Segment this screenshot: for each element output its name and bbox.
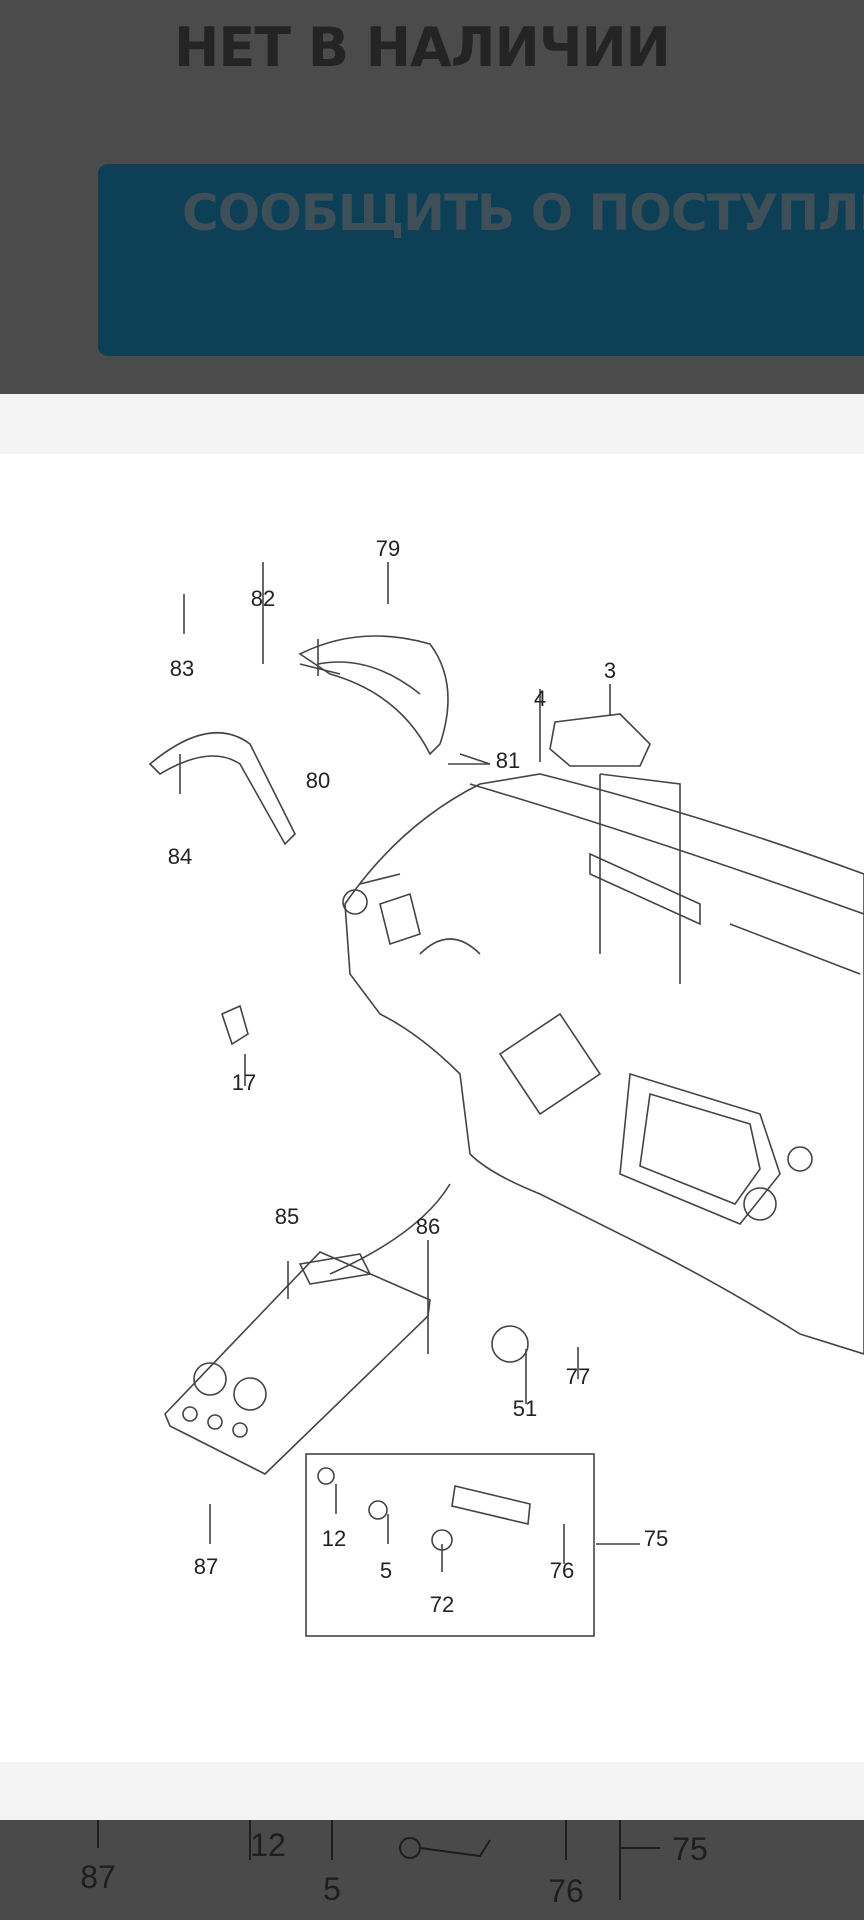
notify-button-label: СООБЩИТЬ О ПОСТУПЛЕНИИ bbox=[182, 184, 864, 242]
callout-label-3: 3 bbox=[604, 658, 616, 683]
part-79-shape bbox=[298, 635, 449, 756]
callout-label-5: 5 bbox=[380, 1558, 392, 1583]
parts-diagram: 79 82 83 80 84 3 4 81 17 85 86 77 51 12 5 72 76 75 87 bbox=[148, 536, 864, 1637]
part-3-shape bbox=[549, 713, 651, 767]
bottom-divider-strip bbox=[0, 1762, 864, 1820]
callout-label-12: 12 bbox=[322, 1526, 346, 1551]
switch-group-box bbox=[305, 1453, 595, 1637]
preview-callout-75: 75 bbox=[672, 1831, 708, 1867]
callout-label-72: 72 bbox=[430, 1592, 454, 1617]
part-83-shape bbox=[148, 731, 296, 846]
callout-label-80: 80 bbox=[306, 768, 330, 793]
callout-label-81: 81 bbox=[496, 748, 520, 773]
notify-when-available-button[interactable]: СООБЩИТЬ О ПОСТУПЛЕНИИ bbox=[98, 164, 864, 356]
callout-label-51: 51 bbox=[513, 1396, 537, 1421]
callout-label-75: 75 bbox=[644, 1526, 668, 1551]
callout-label-83: 83 bbox=[170, 656, 194, 681]
dashboard-shape bbox=[344, 773, 864, 1355]
callout-label-84: 84 bbox=[168, 844, 192, 869]
callout-label-76: 76 bbox=[550, 1558, 574, 1583]
diagram-zoom-preview: 87 12 5 76 75 bbox=[0, 1820, 864, 1920]
callout-label-86: 86 bbox=[416, 1214, 440, 1239]
part-51-shape bbox=[491, 1325, 529, 1363]
preview-callout-76: 76 bbox=[548, 1873, 584, 1909]
callout-label-85: 85 bbox=[275, 1204, 299, 1229]
preview-callout-5: 5 bbox=[323, 1871, 341, 1907]
callout-label-77: 77 bbox=[566, 1364, 590, 1389]
part-85-shape bbox=[164, 1251, 431, 1475]
part-17-shape bbox=[221, 1004, 249, 1046]
callout-label-79: 79 bbox=[376, 536, 400, 561]
callout-label-87: 87 bbox=[194, 1554, 218, 1579]
divider-strip bbox=[0, 394, 864, 454]
preview-callout-12: 12 bbox=[250, 1827, 286, 1863]
parts-diagram-panel[interactable]: 79 82 83 80 84 3 4 81 17 85 86 77 51 12 5 72 76 75 87 bbox=[0, 454, 864, 1762]
stock-status-text: НЕТ В НАЛИЧИИ bbox=[174, 16, 671, 79]
callout-label-82: 82 bbox=[251, 586, 275, 611]
preview-callout-87: 87 bbox=[80, 1859, 116, 1895]
callout-label-4: 4 bbox=[534, 686, 546, 711]
callout-label-17: 17 bbox=[232, 1070, 256, 1095]
